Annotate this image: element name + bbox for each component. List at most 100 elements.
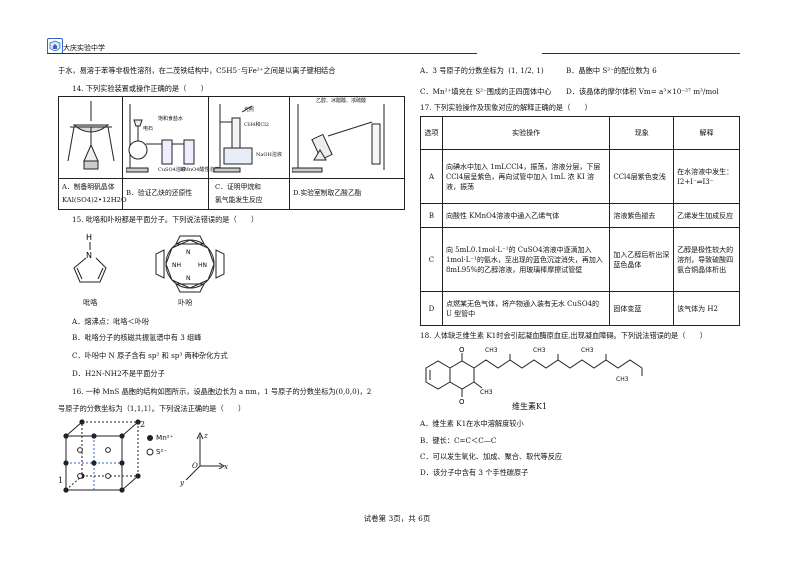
- q14-caption-c-1: C．证明甲烷和: [215, 183, 261, 191]
- svg-text:O: O: [459, 398, 465, 406]
- page-footer: 试卷第 3页，共 6页: [363, 514, 431, 523]
- q17-row-b-phenomenon: 溶液紫色褪去: [609, 203, 675, 228]
- q17-stem: 17. 下列实验操作及现象对应的解释正确的是（ ）: [420, 103, 592, 112]
- q17-row-b-option: B: [420, 203, 443, 228]
- cell-label-1: 1: [58, 476, 64, 485]
- label-b-brine: 饱和食盐水: [158, 116, 184, 122]
- q14-caption-c-2: 氯气能发生反应: [215, 196, 263, 204]
- svg-text:NH: NH: [172, 262, 181, 269]
- q17-row-d-option: D: [420, 291, 443, 326]
- table-row: C 向 5mL0.1mol·L⁻¹的 CuSO4溶液中逐滴加入 1mol·L⁻¹…: [420, 227, 740, 292]
- q17-row-c-explanation: 乙醇是极性较大的溶剂，导致硫酸四氨合铜晶体析出: [673, 227, 740, 292]
- ethyl-acetate-apparatus-icon: [292, 104, 385, 173]
- axis-x: x: [224, 462, 229, 471]
- q16-stem-1: 16. 一种 MnS 晶胞的结构如图所示，设晶胞边长为 a nm，1 号原子的分…: [72, 387, 372, 396]
- legend-mn: Mn²⁺: [156, 433, 174, 442]
- q16-option-a: A．3 号原子的分数坐标为 (1, 1/2, 1): [420, 66, 544, 76]
- cell-label-2: 2: [140, 420, 146, 429]
- q17-row-b-operation: 向酸性 KMnO4溶液中通入乙烯气体: [441, 203, 611, 228]
- svg-text:N: N: [186, 249, 191, 256]
- q17-row-c-phenomenon: 加入乙醇后析出深蓝色晶体: [609, 227, 675, 292]
- q14-caption-b: B．验证乙炔的还原性: [126, 189, 193, 197]
- q14-caption-a-2: KAl(SO4)2•12H2O: [62, 196, 127, 204]
- ch3-label-3: CH3: [581, 347, 594, 354]
- svg-text:HN: HN: [198, 262, 207, 269]
- q17-header-explanation: 解释: [673, 116, 740, 150]
- svg-text:H: H: [86, 233, 92, 242]
- q17-row-a-phenomenon: CCl4层紫色变浅: [609, 149, 675, 204]
- q17-row-d-phenomenon: 固体变蓝: [609, 291, 675, 326]
- q17-header-option: 选项: [420, 116, 443, 150]
- header-rule-right: [542, 53, 740, 54]
- table-row: A 向碘水中加入 1mLCCl4，振荡，溶液分层，下层 CCl4层呈紫色，再向试…: [420, 149, 740, 204]
- q16-option-a-coord: (1, 1/2, 1): [508, 66, 544, 75]
- q17-row-c-option: C: [420, 227, 443, 292]
- q17-row-a-operation: 向碘水中加入 1mLCCl4，振荡，溶液分层，下层 CCl4层呈紫色，再向试管中…: [441, 149, 611, 204]
- q16-option-c: C．Mn²⁺填充在 S²⁻围成的正四面体中心: [420, 87, 552, 96]
- label-d-reagents: 乙醇、冰醋酸、浓硫酸: [316, 98, 367, 104]
- mns-unit-cell-icon: [63, 419, 141, 493]
- q14-stem: 14. 下列实验装置或操作正确的是（ ）: [72, 84, 208, 93]
- table-row: D 点燃某无色气体，将产物通入装有无水 CuSO4的 U 型管中 固体变蓝 该气…: [420, 291, 740, 326]
- q17-row-a-explanation: 在水溶液中发生：I2+I⁻⇌I3⁻: [673, 149, 740, 204]
- label-b-cuso4: CuSO4溶液: [158, 167, 186, 173]
- label-b-carbide: 电石: [143, 126, 154, 132]
- axis-y: y: [180, 478, 185, 487]
- q17-header-operation: 实验操作: [441, 116, 611, 150]
- mn-legend-icon: [147, 435, 153, 441]
- header-rule-left: [47, 53, 477, 54]
- s-legend-icon: [146, 448, 154, 456]
- q18-stem: 18. 人体缺乏维生素 K1时会引起凝血酶原血症,出现凝血障碍。下列说法错误的是…: [420, 331, 707, 340]
- label-b-kmno4: KMnO4酸性溶液: [180, 167, 220, 173]
- ch3-label-4: CH3: [616, 376, 629, 383]
- pyrrole-label: 吡咯: [83, 298, 98, 307]
- q15-option-d: D．H2N-NH2不是平面分子: [72, 369, 165, 378]
- q17-row-d-operation: 点燃某无色气体，将产物通入装有无水 CuSO4的 U 型管中: [441, 291, 611, 326]
- q14-caption-d: D.实验室制取乙酸乙酯: [293, 189, 362, 197]
- pyrrole-structure-icon: H N: [73, 233, 107, 283]
- porphine-label: 卟吩: [178, 298, 193, 307]
- table-row: B 向酸性 KMnO4溶液中通入乙烯气体 溶液紫色褪去 乙烯发生加成反应: [420, 203, 740, 228]
- vitamin-k1-structure-icon: O O CH3: [425, 346, 643, 406]
- axis-z: z: [204, 431, 208, 440]
- q14-caption-a-1: A．制备明矾晶体: [62, 183, 115, 191]
- q16-stem-2: 号原子的分数坐标为（1,1,1）。下列说法正确的是（ ）: [58, 404, 246, 413]
- ch3-label-1: CH3: [485, 347, 498, 354]
- q18-option-b: B．键长：C=C＜C—C: [420, 436, 497, 445]
- methane-chlorine-apparatus-icon: [213, 104, 253, 173]
- q17-row-b-explanation: 乙烯发生加成反应: [673, 203, 740, 228]
- vitamin-k1-label: 维生素K1: [512, 402, 548, 411]
- school-logo-icon: [47, 38, 63, 54]
- q15-option-a: A．熔沸点：吡咯＜卟吩: [72, 317, 150, 326]
- q17-header-phenomenon: 现象: [609, 116, 675, 150]
- q16-option-d: D．该晶体的摩尔体积 Vm= a³×10⁻²⁷ m³/mol: [566, 87, 719, 96]
- q16-option-a-text: A．3 号原子的分数坐标为: [420, 66, 504, 75]
- evaporating-dish-apparatus-icon: [67, 101, 115, 170]
- q18-option-a: A．维生素 K1在水中溶解度较小: [420, 419, 524, 428]
- axis-o: O: [192, 461, 198, 470]
- q15-option-b: B．吡咯分子的核磁共振氢谱中有 3 组峰: [72, 333, 202, 342]
- label-c-light: 光照: [244, 107, 255, 113]
- q15-option-c: C．卟吩中 N 原子含有 sp² 和 sp³ 两种杂化方式: [72, 351, 228, 360]
- q14-apparatus-table: [58, 96, 405, 210]
- ch3-label-2: CH3: [533, 347, 546, 354]
- school-name: 大庆实验中学: [63, 44, 105, 52]
- acetylene-apparatus-icon: [126, 104, 195, 173]
- q17-row-c-operation: 向 5mL0.1mol·L⁻¹的 CuSO4溶液中逐滴加入 1mol·L⁻¹的氨…: [441, 227, 611, 292]
- q18-option-d: D．该分子中含有 3 个手性碳原子: [420, 468, 529, 477]
- svg-text:N: N: [186, 275, 191, 282]
- label-c-gases: CH4和Cl2: [244, 122, 269, 128]
- q16-option-b: B．晶胞中 S²⁻的配位数为 6: [566, 66, 657, 75]
- q17-row-a-option: A: [420, 149, 443, 204]
- axes-icon: [185, 431, 225, 481]
- q18-option-c: C．可以发生氧化、加成、聚合、取代等反应: [420, 452, 563, 461]
- legend-s: S²⁻: [156, 447, 168, 456]
- label-c-naoh: NaOH溶液: [256, 152, 282, 158]
- q17-table: 选项 实验操作 现象 解释 A 向碘水中加入 1mLCCl4，振荡，溶液分层，下…: [420, 116, 740, 326]
- q15-stem: 15. 吡咯和卟吩都是平面分子。下列说法错误的是（ ）: [72, 215, 259, 224]
- porphine-structure-icon: N N NH HN: [155, 235, 225, 293]
- carryover-text: 于水，易溶于苯等非极性溶剂，在二茂铁结构中，C5H5⁻与Fe²⁺之间是以离子键相…: [58, 66, 336, 75]
- q17-row-d-explanation: 该气体为 H2: [673, 291, 740, 326]
- svg-text:O: O: [459, 346, 465, 354]
- svg-text:N: N: [86, 251, 92, 260]
